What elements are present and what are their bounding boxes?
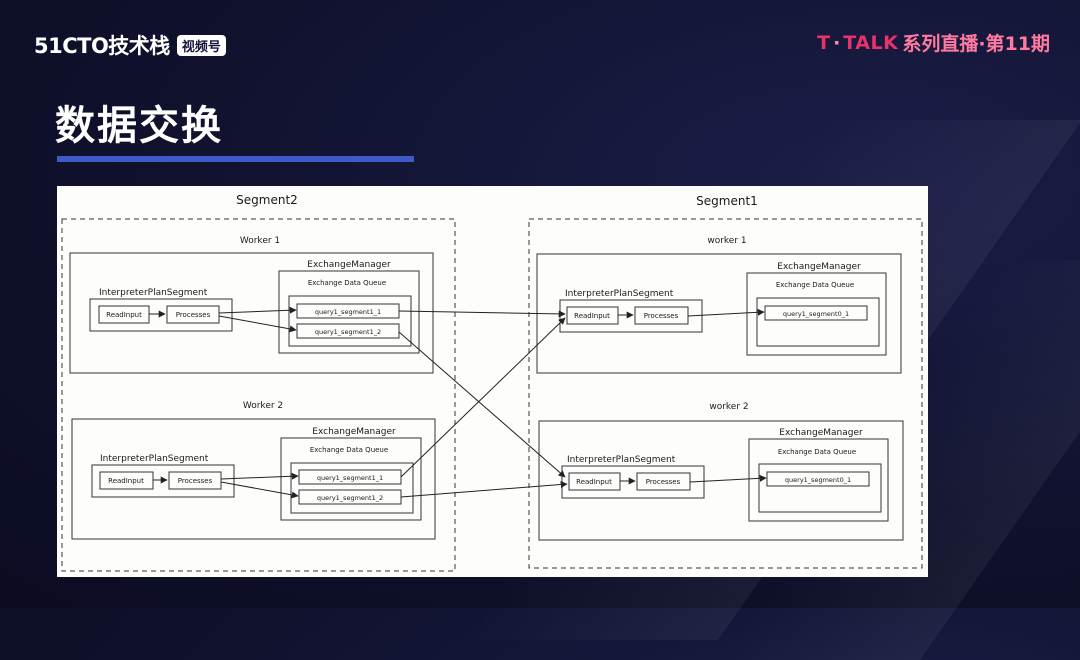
s1-w2-queue-label: Exchange Data Queue — [778, 448, 856, 456]
brand-ttalk: T · TALK 系列直播·第11期 — [817, 29, 1050, 56]
s2-w2-readinput-label: ReadInput — [108, 477, 144, 485]
s1-w2-processes-label: Processes — [646, 478, 681, 486]
s1-w1-processes-label: Processes — [644, 312, 679, 320]
s2-w2-plan-label: InterpreterPlanSegment — [100, 454, 209, 464]
s2-w2-processes-label: Processes — [178, 477, 213, 485]
s1-w1-queue-1-box — [764, 305, 868, 321]
s1-w1-queue-container — [756, 297, 880, 347]
brand-badge: 视频号 — [176, 34, 226, 56]
s2-w1-plan-box — [89, 298, 233, 332]
page-title: 数据交换 — [55, 103, 223, 149]
s2-worker1-label: Worker 1 — [240, 236, 280, 246]
s2-w1-readinput-label: ReadInput — [106, 311, 142, 319]
diagram-panel: Segment2 Worker 1 InterpreterPlanSegment… — [57, 186, 928, 577]
s2-w2-queue-label: Exchange Data Queue — [310, 446, 388, 454]
s2-w1-processes-label: Processes — [176, 311, 211, 319]
ttalk-mark: T — [817, 31, 831, 54]
s2-w1-manager-label: ExchangeManager — [307, 260, 391, 270]
s1-w1-plan-label: InterpreterPlanSegment — [565, 289, 674, 299]
s2-w2-manager-label: ExchangeManager — [312, 427, 396, 437]
s2-w1-queue-1-label: query1_segment1_1 — [315, 308, 381, 316]
s1-w2-plan-label: InterpreterPlanSegment — [567, 455, 676, 465]
s1-w2-queue-1-box — [766, 471, 870, 487]
s2-worker2-label: Worker 2 — [243, 401, 283, 411]
exchange-arrow-s2w1q2-to-s1w2 — [398, 331, 566, 478]
exchange-arrow-s2w2q2-to-s1w2 — [400, 481, 568, 498]
s2-w2-processes-box — [168, 471, 222, 490]
s2-worker2-box — [71, 418, 436, 540]
s1-w1-queue-1-label: query1_segment0_1 — [783, 310, 849, 318]
s1-w1-manager-box — [746, 272, 887, 356]
s2-w2-plan-box — [91, 464, 235, 498]
segment1-frame — [528, 218, 923, 569]
title-underline — [57, 156, 414, 162]
data-exchange-diagram: Segment2 Worker 1 InterpreterPlanSegment… — [61, 193, 923, 572]
s2-w2-arrow-proc-q2 — [220, 481, 299, 499]
s1-w2-manager-label: ExchangeManager — [779, 428, 863, 438]
s2-w1-arrow-proc-q1 — [218, 306, 297, 314]
ttalk-name: TALK — [843, 31, 899, 54]
s1-w2-readinput-label: ReadInput — [576, 478, 612, 486]
s2-w1-arrow-proc-q2 — [218, 315, 297, 333]
segment2-label: Segment2 — [236, 193, 298, 207]
s2-w2-arrow-proc-q1 — [220, 472, 299, 480]
s1-worker1-label: worker 1 — [707, 236, 746, 246]
s2-w1-queue-2-box — [296, 323, 400, 339]
s1-w2-queue-container — [758, 463, 882, 513]
s2-w2-queue-2-label: query1_segment1_2 — [317, 494, 383, 502]
s1-w2-queue-1-label: query1_segment0_1 — [785, 476, 851, 484]
exchange-arrow-s2w1q1-to-s1w1 — [398, 310, 566, 318]
s1-w2-arrow-proc-q1 — [689, 474, 767, 483]
exchange-arrow-s2w2q1-to-s1w1 — [400, 317, 566, 478]
s1-worker2-label: worker 2 — [709, 402, 748, 412]
ttalk-dot: · — [833, 31, 841, 54]
segment1-label: Segment1 — [696, 194, 758, 208]
brand-51cto: 51CTO技术栈 视频号 — [34, 30, 226, 60]
s2-w1-plan-label: InterpreterPlanSegment — [99, 288, 208, 298]
ttalk-series: 系列直播·第11期 — [902, 33, 1050, 55]
s1-w1-manager-label: ExchangeManager — [777, 262, 861, 272]
s2-w1-queue-label: Exchange Data Queue — [308, 279, 386, 287]
s2-w2-manager-box — [280, 437, 422, 521]
s1-w1-queue-label: Exchange Data Queue — [776, 281, 854, 289]
s1-w1-readinput-label: ReadInput — [574, 312, 610, 320]
s2-w1-processes-box — [166, 305, 220, 324]
s2-worker1-box — [69, 252, 434, 374]
s1-worker2-box — [538, 420, 904, 541]
brand-logo: 51CTO技术栈 — [34, 34, 170, 58]
s2-w1-queue-container — [288, 295, 412, 347]
s2-w1-manager-box — [278, 270, 420, 354]
s2-w1-queue-2-label: query1_segment1_2 — [315, 328, 381, 336]
s2-w2-queue-1-label: query1_segment1_1 — [317, 474, 383, 482]
s1-w2-manager-box — [748, 438, 889, 522]
s1-w1-arrow-proc-q1 — [687, 308, 765, 317]
segment2-frame — [61, 218, 456, 572]
s2-w2-queue-container — [290, 462, 414, 514]
